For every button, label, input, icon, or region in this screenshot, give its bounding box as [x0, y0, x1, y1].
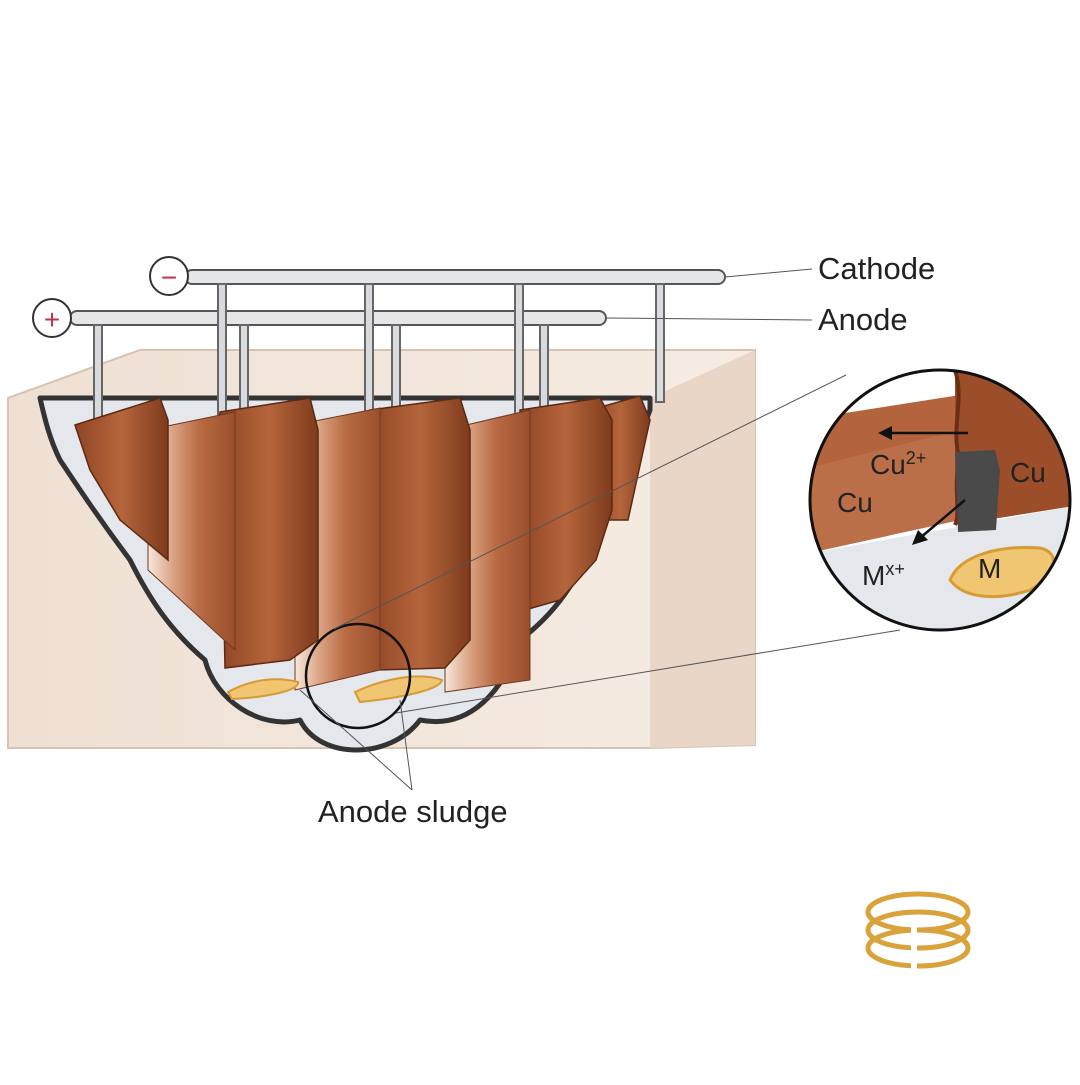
label-anode-sludge: Anode sludge [318, 794, 508, 829]
cathode-bus-bar [184, 269, 726, 285]
cu-ion-charge: 2+ [906, 448, 927, 468]
hanger-rods [93, 283, 665, 426]
positive-terminal-symbol: + [44, 304, 60, 335]
label-cathode: Cathode [818, 251, 935, 286]
magnifier-callout [304, 374, 901, 730]
inset-magnified-view: Cu Cu2+ Cu Mx+ M [808, 368, 1072, 632]
inset-label-metal-ion: Mx+ [862, 559, 905, 591]
ring-coil-icon [865, 891, 971, 970]
metal-ion-charge: x+ [885, 559, 905, 579]
metal-ion-arrow [912, 499, 966, 545]
positive-terminal: + [32, 298, 72, 338]
anode-plate [519, 397, 613, 611]
cu-ion-symbol: Cu [870, 449, 906, 480]
anode-bus-bar [69, 310, 607, 326]
anode-plate [369, 397, 471, 671]
negative-terminal-symbol: − [161, 262, 177, 293]
inset-label-cu-ion: Cu2+ [870, 448, 926, 480]
label-anode: Anode [818, 302, 908, 337]
negative-terminal: − [149, 256, 189, 296]
inset-impurity [955, 450, 1000, 532]
inset-label-metal: M [978, 553, 1001, 584]
inset-label-cu-right: Cu [1010, 457, 1046, 488]
inset-label-cu-left: Cu [837, 487, 873, 518]
electrode-plates [74, 395, 651, 693]
anode-sludge-deposits [226, 675, 444, 704]
anode-plate [219, 397, 319, 669]
cu-ion-arrow [878, 426, 968, 440]
anode-plate [74, 397, 169, 562]
metal-ion-symbol: M [862, 560, 885, 591]
label-leader-lines [299, 268, 813, 791]
